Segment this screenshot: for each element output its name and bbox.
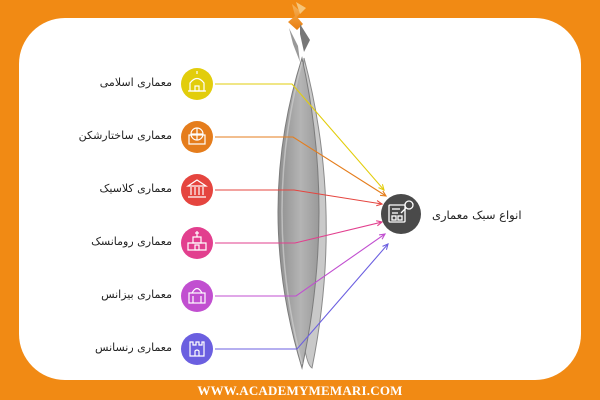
arrow-head: [378, 184, 385, 191]
hub-node: [381, 194, 421, 234]
style-label: معماری بیزانس: [101, 288, 172, 301]
arrow-head: [378, 233, 387, 240]
style-label: معماری اسلامی: [99, 76, 172, 89]
style-label: معماری رومانسک: [91, 235, 172, 248]
style-node: [181, 68, 213, 100]
arrow-head: [376, 220, 384, 227]
arrow-head: [382, 243, 389, 250]
byzantine-domed-building-icon: [188, 287, 206, 304]
style-node: [181, 121, 213, 153]
hub-label: انواع سبک معماری: [432, 208, 522, 222]
style-node: [181, 227, 213, 259]
connector-line: [215, 221, 383, 244]
connector-line: [215, 83, 385, 191]
classical-temple-icon: [186, 179, 208, 198]
castle-tower-icon: [189, 341, 205, 357]
round-window-building-icon: [188, 127, 206, 145]
lens-shape: [277, 56, 327, 370]
style-node: [181, 280, 213, 312]
style-markers: [181, 68, 213, 365]
style-node: [181, 174, 213, 206]
connector-line: [215, 136, 387, 197]
style-label: معماری ساختارشکن: [78, 129, 172, 142]
connector-line: [215, 189, 383, 205]
church-icon: [187, 231, 207, 251]
arrow-head: [376, 200, 384, 207]
style-label: معماری رنسانس: [95, 341, 172, 354]
arrow-head: [379, 190, 388, 197]
connector-lines: [215, 83, 389, 350]
architect-drawing-icon: [388, 200, 414, 223]
style-node: [181, 333, 213, 365]
connector-line: [215, 243, 389, 350]
connector-line: [215, 233, 386, 297]
website-url[interactable]: WWW.ACADEMYMEMARI.COM: [197, 383, 403, 398]
mosque-icon: [188, 71, 206, 92]
style-label: معماری کلاسیک: [99, 182, 172, 195]
brand-logo-icon: [288, 2, 310, 62]
